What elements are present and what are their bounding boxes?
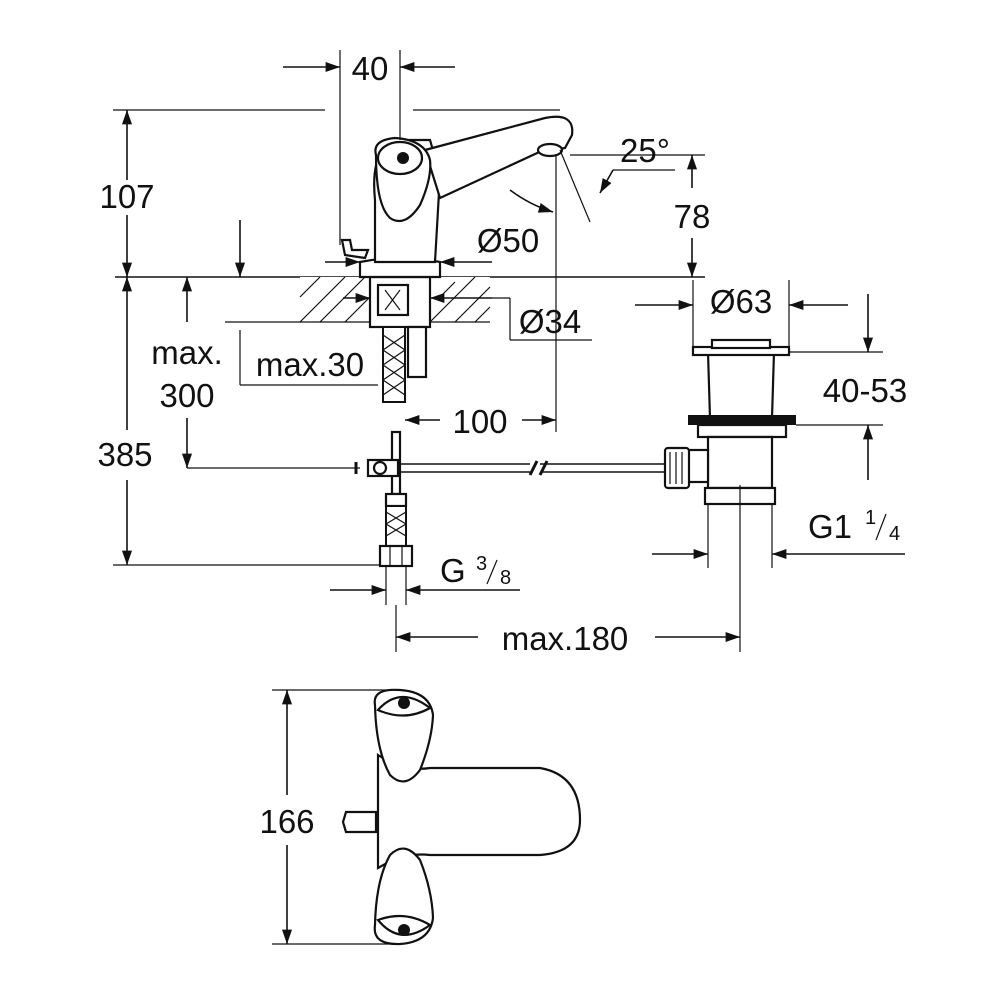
pop-up-lever (340, 238, 370, 260)
dim-waste-thread: G1 1 4 (652, 504, 905, 568)
label-max-depth-prefix: max. (151, 334, 223, 371)
dim-spout-height: 78 (570, 154, 711, 277)
label-supply-thread-num: 3 (476, 553, 487, 575)
label-pop-up-rod: 100 (452, 403, 507, 440)
label-supply-length: 385 (97, 436, 152, 473)
label-supply-thread-den: 8 (500, 567, 511, 589)
supply-nut (378, 544, 414, 568)
dim-waste-range: 40-53 (790, 294, 907, 480)
dim-pop-up-rod: 100 (405, 155, 557, 440)
dim-hole-diameter: Ø34 (343, 292, 592, 341)
waste-body (706, 350, 776, 420)
faucet-plan-view (341, 688, 582, 946)
waste-fitting (663, 338, 796, 506)
label-waste-thread-main: G1 (808, 508, 852, 545)
plan-indicator-bottom-icon (398, 924, 410, 936)
label-plan-depth: 166 (259, 803, 314, 840)
label-max-thickness: max.30 (256, 346, 364, 383)
pop-up-rod-assembly (187, 430, 665, 496)
dim-spout-offset: 40 (283, 50, 455, 245)
dim-waste-diameter: Ø63 (635, 280, 848, 347)
supply-hose-lower (378, 492, 414, 568)
waste-gasket (688, 415, 796, 425)
label-max-horizontal: max.180 (502, 620, 629, 657)
label-spout-offset: 40 (352, 50, 389, 87)
dim-supply-length: 385 (97, 277, 385, 566)
faucet-spout (423, 115, 574, 200)
label-spout-height: 78 (674, 198, 711, 235)
label-supply-thread-main: G (440, 552, 466, 589)
label-waste-thread-num: 1 (865, 507, 876, 529)
label-waste-diameter: Ø63 (710, 283, 772, 320)
braided-hose-upper (382, 326, 406, 403)
aerator (536, 142, 564, 158)
label-max-depth: 300 (159, 377, 214, 414)
faucet-side-view (115, 115, 705, 403)
plan-pop-up-lever (341, 810, 378, 834)
rod-connector-nut (663, 446, 691, 490)
label-height-total: 107 (99, 178, 154, 215)
dim-height-total: 107 (99, 109, 560, 277)
dim-plan-depth: 166 (259, 689, 400, 945)
countertop-hatch (299, 276, 491, 323)
label-waste-thread-den: 4 (889, 523, 900, 545)
label-hole-diameter: Ø34 (519, 303, 581, 340)
dim-base-diameter: Ø50 (325, 222, 539, 268)
dim-spout-angle: 25° (509, 132, 675, 223)
plan-indicator-top-icon (398, 697, 410, 709)
dim-max-depth: max. 300 (151, 220, 246, 468)
dim-supply-thread: G 3 8 (330, 552, 520, 605)
indicator-dot-icon (397, 152, 409, 164)
label-base-diameter: Ø50 (477, 222, 539, 259)
dim-max-thickness: max.30 (225, 321, 378, 386)
label-waste-range: 40-53 (823, 372, 907, 409)
supply-tail (406, 325, 428, 379)
label-spout-angle: 25° (620, 132, 670, 169)
dim-max-horizontal: max.180 (395, 485, 741, 657)
